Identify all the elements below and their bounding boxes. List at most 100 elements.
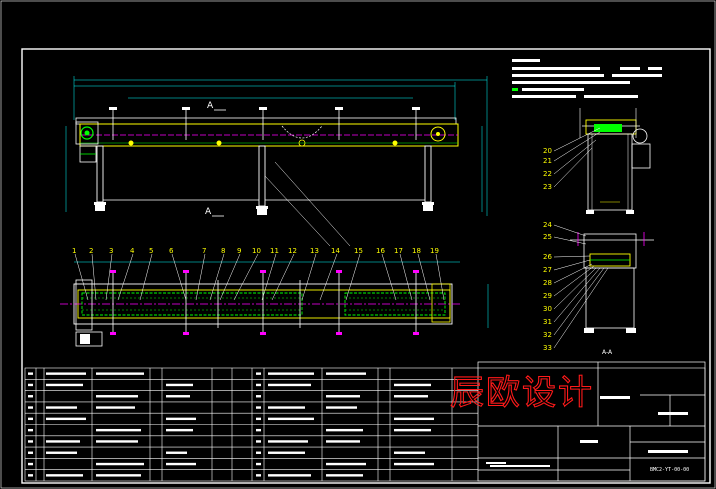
section-marker-top: A [207,101,214,111]
bom-cell-text [96,474,141,477]
bom-item-number [28,395,33,398]
svg-text:29: 29 [543,292,552,300]
bom-item-number [28,440,33,443]
side-view-end [579,108,651,214]
svg-text:22: 22 [543,170,552,178]
bom-cell-text [96,462,144,466]
bom-cell-text [166,462,196,466]
svg-text:19: 19 [430,247,439,255]
svg-text:27: 27 [543,266,552,274]
bom-cell-text [394,451,425,454]
svg-text:13: 13 [310,247,319,255]
title-block-text [486,396,688,467]
bom-item-number [28,451,33,454]
svg-text:12: 12 [288,247,297,255]
bom-item-number [256,372,261,375]
svg-text:14: 14 [331,247,340,255]
svg-text:16: 16 [376,247,385,255]
bom-cell-text [268,417,314,421]
bom-cell-text [96,428,141,432]
svg-text:7: 7 [202,247,206,255]
bom-cell-text [46,417,86,421]
technical-notes-block [512,59,662,98]
bom-cell-text [96,395,138,398]
svg-text:10: 10 [252,247,261,255]
bom-cell-text [268,372,314,375]
bom-cell-text [268,383,311,387]
bom-item-number [28,383,33,387]
svg-text:4: 4 [130,247,135,255]
bom-cell-text [96,406,135,409]
bom-cell-text [326,406,357,409]
svg-text:2: 2 [89,247,93,255]
bom-cell-text [394,417,434,421]
bom-item-number [28,462,33,466]
parts-list-cells [28,372,434,477]
svg-text:1: 1 [72,247,76,255]
bom-item-number [256,440,261,443]
bom-cell-text [166,451,187,454]
front-view: A A [65,76,488,247]
svg-text:33: 33 [543,344,552,352]
bom-item-number [256,395,261,398]
section-marker-bottom: A [205,207,212,217]
svg-text:15: 15 [354,247,363,255]
bom-cell-text [394,395,428,398]
bom-item-number [28,474,33,477]
bom-cell-text [166,383,193,387]
bom-cell-text [326,395,360,398]
bom-cell-text [46,474,83,477]
bom-cell-text [96,372,144,375]
svg-text:20: 20 [543,147,552,155]
svg-text:6: 6 [169,247,174,255]
svg-text:31: 31 [543,318,552,326]
svg-text:8: 8 [221,247,225,255]
bom-cell-text [394,428,431,432]
bom-item-number [28,417,33,421]
bom-cell-text [46,383,83,387]
bom-item-number [256,474,261,477]
bom-cell-text [326,474,363,477]
svg-text:21: 21 [543,157,552,165]
bom-item-number [28,428,33,432]
bom-item-number [256,428,261,432]
svg-text:28: 28 [543,279,552,287]
bom-cell-text [166,395,190,398]
svg-text:17: 17 [394,247,403,255]
plan-view [60,261,489,347]
drawing-frame-inner [21,48,711,484]
bom-item-number [28,406,33,409]
bom-cell-text [46,406,77,409]
bom-cell-text [326,462,366,466]
bom-cell-text [166,428,193,432]
bom-item-number [256,406,261,409]
bom-cell-text [326,440,360,443]
bom-cell-text [268,406,305,409]
bom-cell-text [166,417,196,421]
svg-text:5: 5 [149,247,153,255]
drawing-number: BMC2-YT-00-00 [650,467,689,473]
svg-text:3: 3 [109,247,113,255]
bom-cell-text [326,428,363,432]
section-view-aa: A-A [570,232,654,356]
title-block [477,361,706,482]
part-callouts: 1 2 3 4 5 6 7 8 9 10 11 12 13 14 15 16 1… [72,127,609,352]
svg-text:18: 18 [412,247,421,255]
bom-cell-text [46,440,80,443]
bom-item-number [256,451,261,454]
bom-cell-text [394,383,431,387]
svg-text:30: 30 [543,305,552,313]
bom-item-number [256,417,261,421]
svg-text:11: 11 [270,247,279,255]
svg-text:9: 9 [237,247,241,255]
svg-text:25: 25 [543,233,552,241]
bom-cell-text [46,451,77,454]
svg-text:24: 24 [543,221,552,229]
bom-item-number [256,462,261,466]
bom-item-number [28,372,33,375]
section-view-title: A-A [602,349,613,356]
svg-text:32: 32 [543,331,552,339]
design-watermark: 辰欧设计 [450,373,594,413]
